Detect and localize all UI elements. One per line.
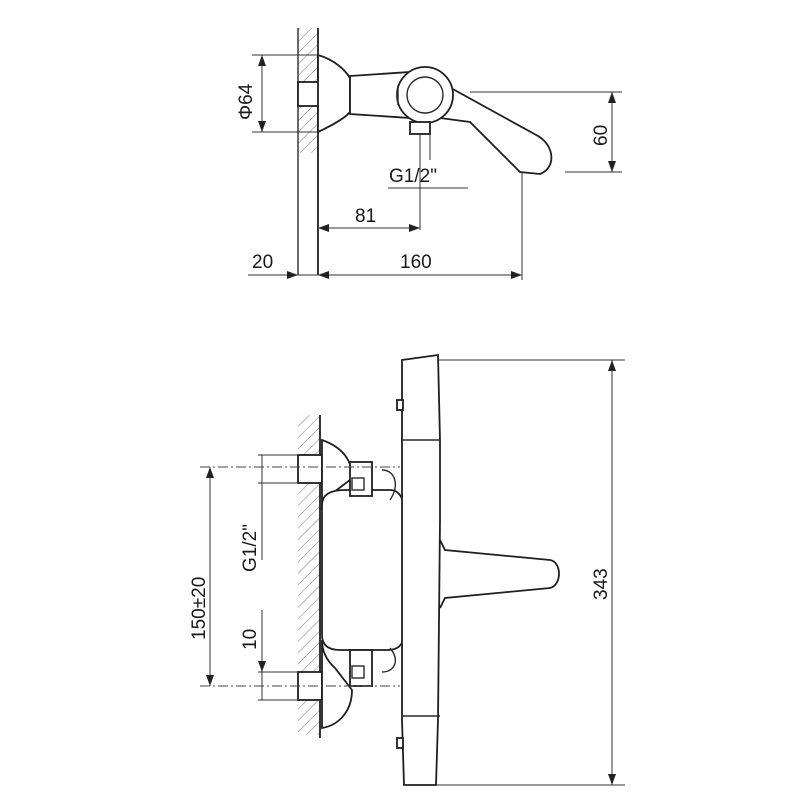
dim10-arrow: [258, 661, 266, 672]
offset-label: 81: [355, 206, 376, 227]
total-height-label: 343: [591, 568, 612, 600]
front-connector-top-square: [351, 477, 365, 491]
dim343-arrow-bottom: [608, 774, 616, 785]
dia-arrow-top: [258, 55, 266, 66]
dim20-arrow: [287, 271, 298, 279]
front-curve-bottom: [381, 647, 396, 673]
front-inlet-top: [297, 454, 323, 484]
front-connector-bottom: [349, 649, 373, 687]
front-thread-label: G1/2": [240, 524, 261, 572]
side-view: Φ64 60 G1/2" 81 20 160: [236, 28, 622, 280]
side-thread-label: G1/2": [389, 166, 437, 187]
front-cylinder: [401, 353, 441, 786]
length-label: 160: [400, 252, 432, 273]
diameter-label: Φ64: [236, 83, 257, 120]
front-wall-hatch: [298, 415, 320, 735]
front-connector-top: [349, 461, 373, 497]
front-view: 150±20 G1/2" 10 343: [189, 353, 625, 786]
small-label: 10: [240, 629, 261, 650]
dim343-arrow-top: [608, 360, 616, 371]
h60-arrow-bottom: [608, 161, 616, 172]
h60-arrow-top: [608, 92, 616, 103]
front-connector-bottom-square: [351, 665, 365, 679]
dim81-arrow-left: [318, 224, 329, 232]
side-inlet-stub: [297, 81, 321, 107]
dim160-arrow-right: [511, 271, 522, 279]
wall-label: 20: [252, 252, 273, 273]
side-escutcheon: [317, 53, 351, 134]
dim160-arrow-left: [318, 271, 329, 279]
side-bottom-connector: [409, 121, 431, 135]
dim81-arrow-right: [409, 224, 420, 232]
spacing-label: 150±20: [189, 577, 210, 640]
side-round-body: [396, 66, 454, 124]
front-cylinder-pin-top: [396, 399, 404, 411]
dia-arrow-bottom: [258, 121, 266, 132]
front-curve-top: [381, 469, 396, 501]
side-round-inner: [406, 76, 444, 114]
front-cylinder-pin-bottom: [396, 737, 404, 749]
side-spout: [439, 80, 553, 175]
dim150-arrow-top: [206, 467, 214, 478]
height-label: 60: [591, 125, 612, 146]
front-main-body: [321, 489, 405, 651]
front-escutcheon-bottom: [321, 639, 353, 730]
front-spout-arm: [439, 539, 560, 609]
dim150-arrow-bottom: [206, 675, 214, 686]
